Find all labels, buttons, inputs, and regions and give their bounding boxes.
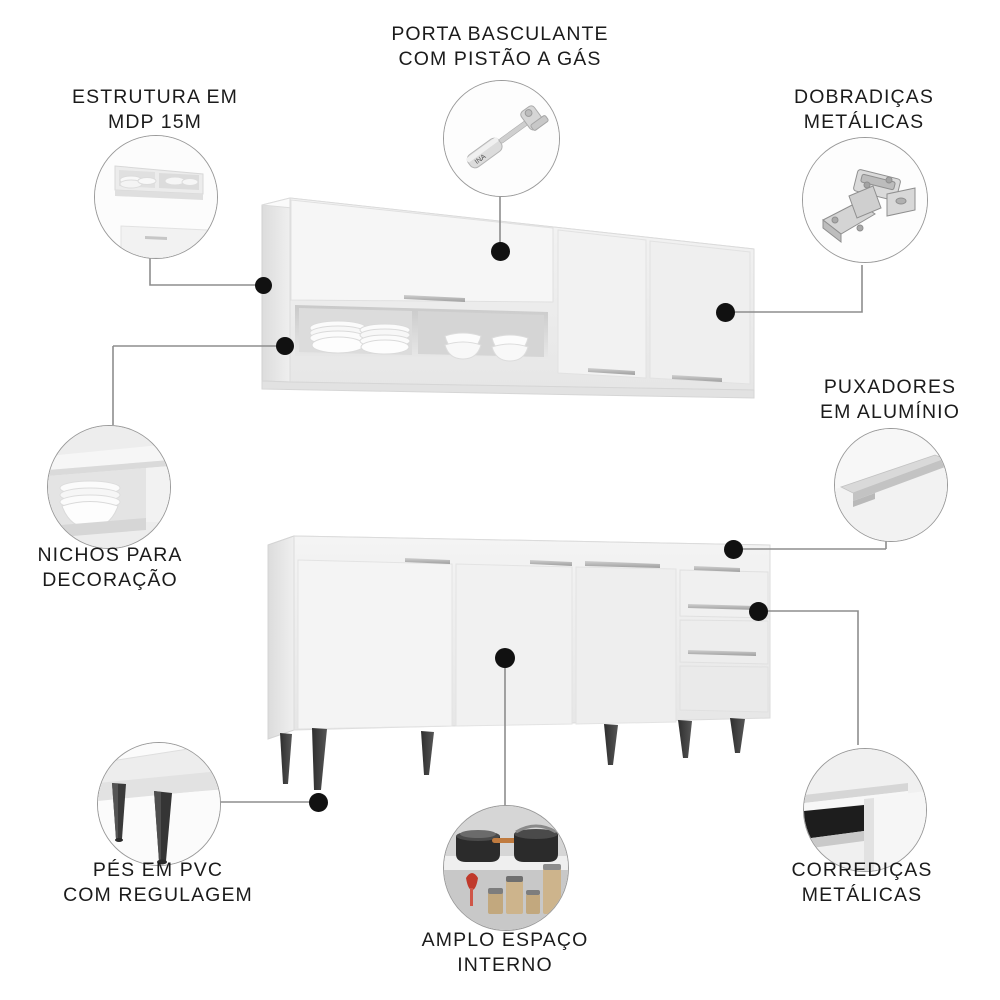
- pvc-feet-image: [98, 743, 220, 865]
- dot-amplo: [495, 648, 515, 668]
- label-amplo: AMPLO ESPAÇO INTERNO: [421, 929, 589, 976]
- detail-circle-estrutura: [94, 135, 218, 259]
- wire-estrutura: [149, 255, 262, 286]
- detail-circle-feet: [97, 742, 221, 866]
- niche-plates-image: [48, 426, 170, 548]
- label-nichos: NICHOS PARA DECORAÇÃO: [37, 544, 183, 591]
- wall-cabinet-group: [261, 197, 755, 399]
- dot-corredicas: [749, 602, 768, 621]
- bowls: [444, 332, 529, 362]
- drawer-slide-image: [804, 749, 926, 871]
- dot-estrutura: [255, 277, 272, 294]
- detail-circle-interior: [443, 805, 569, 931]
- counter-cabinet-group: [267, 535, 771, 790]
- interior-pots-image: [444, 806, 568, 930]
- label-porta-basculante: PORTA BASCULANTE COM PISTÃO A GÁS: [391, 23, 609, 70]
- label-puxadores: PUXADORES EM ALUMÍNIO: [820, 376, 960, 423]
- dot-puxadores: [724, 540, 743, 559]
- label-pes: PÉS EM PVC COM REGULAGEM: [63, 859, 253, 906]
- detail-circle-handle: [834, 428, 948, 542]
- detail-circle-hinge: [802, 137, 928, 263]
- dot-porta-basculante: [491, 242, 510, 261]
- dot-pes: [309, 793, 328, 812]
- plates: [309, 320, 411, 355]
- detail-circle-niche: [47, 425, 171, 549]
- gas-piston-image: INA: [444, 81, 559, 196]
- metal-hinge-image: [803, 138, 927, 262]
- aluminium-handle-image: [835, 429, 947, 541]
- pvc-legs: [280, 718, 745, 790]
- wire-dobradicas: [726, 265, 863, 313]
- wire-corredicas: [758, 610, 859, 745]
- label-estrutura: ESTRUTURA EM MDP 15M: [72, 86, 238, 133]
- dot-dobradicas: [716, 303, 735, 322]
- detail-circle-gas-piston: INA: [443, 80, 560, 197]
- label-corredicas: CORREDIÇAS METÁLICAS: [791, 859, 933, 906]
- label-dobradicas: DOBRADIÇAS METÁLICAS: [794, 86, 934, 133]
- detail-circle-slide: [803, 748, 927, 872]
- dot-nichos: [276, 337, 294, 355]
- structure-detail-image: [95, 136, 217, 258]
